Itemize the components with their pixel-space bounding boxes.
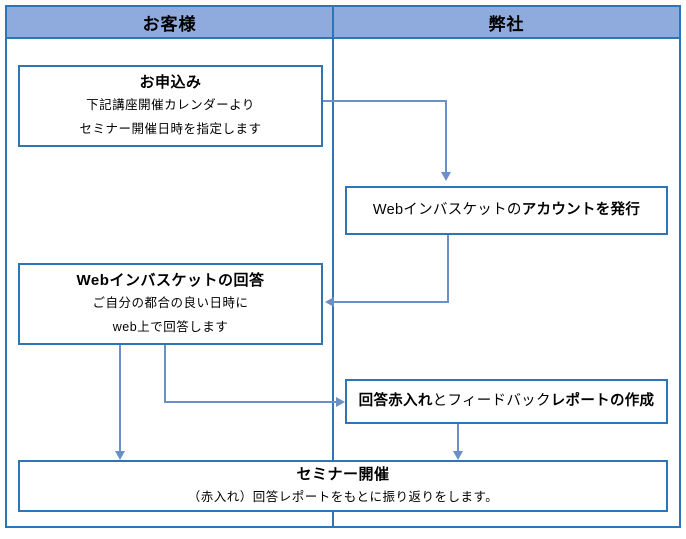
process-box-account[interactable]: Webインバスケットのアカウントを発行 xyxy=(345,186,668,235)
connector-answer-to-seminar-arrowhead xyxy=(115,451,125,460)
process-box-feedback-text-normal: とフィードバック xyxy=(432,392,551,409)
lane-header-company: 弊社 xyxy=(332,5,681,39)
process-box-feedback[interactable]: 回答赤入れとフィードバックレポートの作成 xyxy=(345,379,668,424)
process-box-seminar-title: セミナー開催 xyxy=(296,465,390,483)
connector-answer-to-feedback-arrowhead xyxy=(336,397,345,407)
connector-application-to-account-horizontal xyxy=(323,100,447,102)
connector-answer-to-seminar-vertical xyxy=(119,345,121,451)
lane-header-customer-label: お客様 xyxy=(142,14,197,34)
connector-account-to-answer-horizontal xyxy=(334,301,449,303)
process-box-account-text: Webインバスケットのアカウントを発行 xyxy=(373,200,640,222)
process-box-answer-subtext-line2: web上で回答します xyxy=(112,319,229,334)
lane-header-customer: お客様 xyxy=(5,5,334,39)
connector-answer-to-feedback-vertical xyxy=(164,345,166,403)
process-box-application-subtext-line1: 下記講座開催カレンダーより xyxy=(86,97,255,112)
connector-answer-to-feedback-horizontal xyxy=(164,401,336,403)
process-box-application-subtext-line2: セミナー開催日時を指定します xyxy=(79,121,262,136)
process-box-account-text-normal: Webインバスケットの xyxy=(372,201,522,218)
lane-header-company-label: 弊社 xyxy=(488,14,525,34)
process-box-answer-subtext-line1: ご自分の都合の良い日時に xyxy=(92,295,249,310)
lane-divider xyxy=(332,39,334,528)
process-box-seminar[interactable]: セミナー開催 （赤入れ）回答レポートをもとに振り返りをします。 xyxy=(18,460,668,512)
process-box-application[interactable]: お申込み 下記講座開催カレンダーより セミナー開催日時を指定します xyxy=(18,65,323,147)
connector-account-to-answer-vertical xyxy=(447,235,449,303)
connector-feedback-to-seminar-vertical xyxy=(457,424,459,451)
connector-application-to-account-vertical xyxy=(445,100,447,172)
process-box-seminar-subtext: （赤入れ）回答レポートをもとに振り返りをします。 xyxy=(187,489,499,504)
process-box-application-title: お申込み xyxy=(139,73,202,91)
process-box-answer-title: Webインバスケットの回答 xyxy=(76,271,265,289)
connector-feedback-to-seminar-arrowhead xyxy=(453,451,463,460)
process-box-feedback-text: 回答赤入れとフィードバックレポートの作成 xyxy=(359,391,655,413)
connector-account-to-answer-arrowhead xyxy=(325,297,334,307)
process-box-account-text-bold: アカウントを発行 xyxy=(521,201,641,218)
process-box-answer[interactable]: Webインバスケットの回答 ご自分の都合の良い日時に web上で回答します xyxy=(18,263,323,345)
connector-application-to-account-arrowhead xyxy=(441,172,451,181)
process-box-feedback-text-bold1: 回答赤入れ xyxy=(358,392,433,409)
process-box-feedback-text-bold2: レポートの作成 xyxy=(550,392,655,409)
